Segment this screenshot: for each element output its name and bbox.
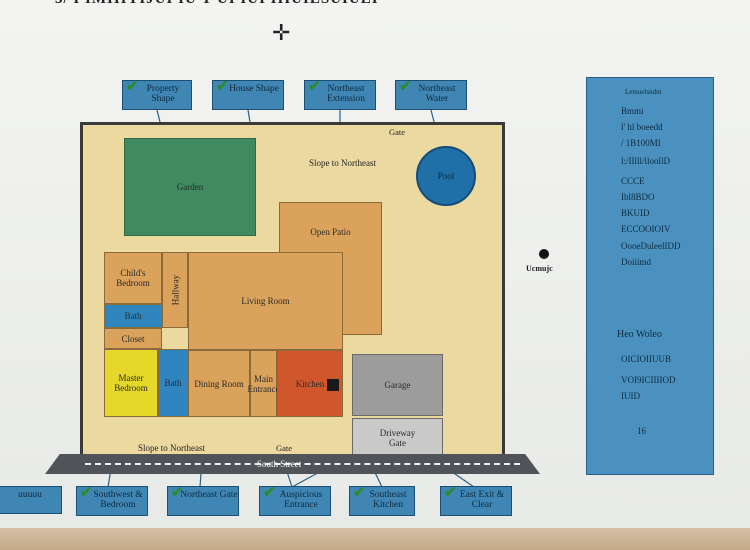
tag-northeast-gate: ✔ Northeast Gate: [167, 486, 239, 516]
tag-southeast-kitchen: ✔ Southeast Kitchen: [349, 486, 415, 516]
tag-bottom-0: uuuuu: [0, 486, 62, 514]
garage: Garage: [352, 354, 443, 416]
panel-item: OooeDuleelIDD: [621, 241, 681, 251]
water-header: Heo Woleo: [617, 329, 662, 340]
panel-item: CCCE: [621, 176, 645, 186]
checkmark-icon: ✔: [444, 485, 457, 501]
checkmark-icon: ✔: [80, 485, 93, 501]
slope-top-label: Slope to Northeast: [309, 158, 376, 168]
tag-east-exit: ✔ East Exit & Clear: [440, 486, 512, 516]
driveway: Driveway Gate: [352, 418, 443, 457]
panel-item: l' hl boeedd: [621, 122, 663, 132]
info-panel: Lemuelsndm Bmmi l' hl boeedd / 1B100MI l…: [586, 77, 714, 475]
compass-icon: ✛: [272, 20, 291, 45]
side-label: Ucmujc: [526, 264, 553, 273]
panel-water-item: OICIOIIUUB: [621, 354, 671, 364]
property-plan: Garden Pool Gate Slope to Northeast Open…: [80, 122, 505, 457]
gate-bottom-label: Gate: [276, 443, 293, 453]
panel-item: Doiiimd: [621, 257, 652, 267]
checkmark-icon: ✔: [126, 79, 139, 95]
panel-item: BKUID: [621, 208, 650, 218]
checkmark-icon: ✔: [263, 485, 276, 501]
checkmark-icon: ✔: [216, 79, 229, 95]
closet: Closet: [104, 328, 162, 349]
pool: Pool: [416, 146, 476, 206]
hallway: Hallway: [162, 252, 188, 328]
panel-item: Bmmi: [621, 106, 644, 116]
panel-water-item: VOI9ICIIIIOD: [621, 375, 676, 385]
panel-title: Lemuelsndm: [625, 88, 662, 96]
checkmark-icon: ✔: [308, 79, 321, 95]
stove-icon: [327, 379, 339, 391]
garden: Garden: [124, 138, 256, 236]
driveway-gate-label: Gate: [389, 437, 406, 448]
checkmark-icon: ✔: [399, 79, 412, 95]
panel-item: ECCOOIOIV: [621, 224, 671, 234]
panel-item: / 1B100MI: [621, 138, 661, 148]
marker-dot: [539, 249, 549, 259]
bath-2: Bath: [158, 349, 188, 417]
tag-northeast-water: ✔ Northeast Water: [395, 80, 467, 110]
living-room: Living Room: [188, 252, 343, 350]
dining-room: Dining Room: [188, 350, 250, 417]
bath-1: Bath: [104, 304, 162, 328]
tag-house-shape: ✔ House Shape: [212, 80, 284, 110]
checkmark-icon: ✔: [353, 485, 366, 501]
master-bedroom: Master Bedroom: [104, 349, 158, 417]
tag-property-shape: ✔ Property Shape: [122, 80, 192, 110]
tag-southwest-bedroom: ✔ Southwest & Bedroom: [76, 486, 148, 516]
poster-heading: 3/ I IMIIIYIJUI IU Y UI IUI IIIUILSUIULI: [55, 0, 379, 8]
south-street-road: [45, 454, 540, 474]
main-entrance: Main Entrance: [248, 350, 280, 417]
checkmark-icon: ✔: [171, 485, 184, 501]
tag-auspicious-entrance: ✔ Auspicious Entrance: [259, 486, 331, 516]
panel-item: Ibl8BDO: [621, 192, 655, 202]
panel-water-item: IUID: [621, 391, 640, 401]
gate-top-label: Gate: [389, 127, 406, 137]
floor-strip: [0, 528, 750, 550]
panel-item: l:/IIlll/lloollD: [621, 156, 670, 166]
street-label: South Street: [257, 459, 302, 469]
childs-bedroom: Child's Bedroom: [104, 252, 162, 304]
panel-number: 16: [637, 426, 646, 436]
slope-bottom-label: Slope to Northeast: [138, 443, 205, 453]
tag-northeast-extension: ✔ Northeast Extension: [304, 80, 376, 110]
